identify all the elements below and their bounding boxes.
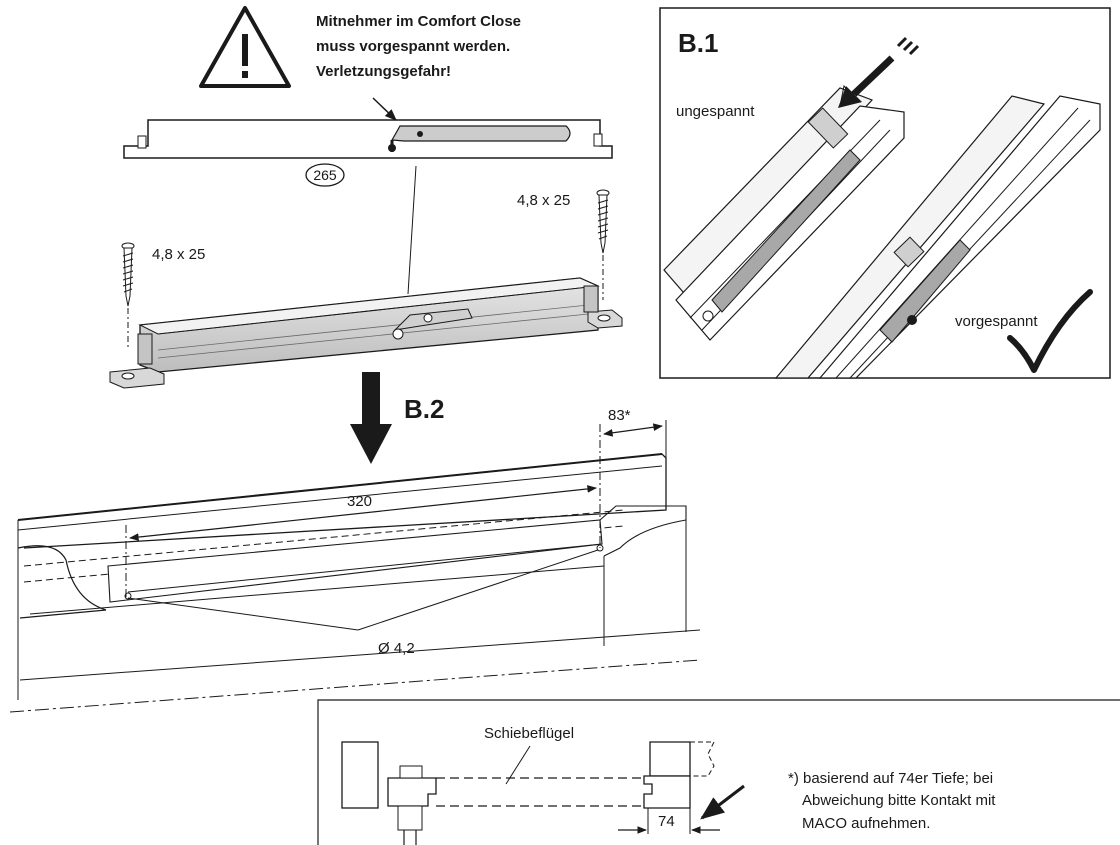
detail-b2-title: B.2	[404, 394, 444, 424]
depth-value: 74	[658, 813, 675, 830]
screw-icon-left	[121, 242, 135, 350]
sash-section-drawing	[341, 741, 715, 845]
warning-pointer-arrow	[372, 97, 397, 121]
drill-hole-callout: Ø 4,2	[127, 549, 599, 657]
detail-b1-title: B.1	[678, 28, 718, 58]
dimension-length: 320	[125, 424, 601, 598]
warning-text-line1: Mitnehmer im Comfort Close	[316, 13, 521, 30]
comfort-close-rail	[109, 277, 623, 389]
length-value: 320	[347, 493, 372, 510]
sash-label: Schiebeflügel	[484, 725, 574, 742]
down-arrow-icon	[350, 372, 392, 464]
warning-text-line2: muss vorgespannt werden.	[316, 38, 510, 55]
warning-triangle-icon	[199, 6, 291, 88]
footnote-line1: *) basierend auf 74er Tiefe; bei	[788, 770, 993, 787]
comfort-close-top-plate	[123, 119, 613, 159]
part-number-badge: 265	[305, 163, 345, 187]
label-preloaded: vorgespannt	[955, 313, 1038, 330]
screw-icon-right	[596, 189, 610, 300]
screw-size-left: 4,8 x 25	[152, 246, 205, 263]
drill-diameter: Ø 4,2	[378, 640, 415, 657]
svg-text:265: 265	[313, 167, 337, 183]
leader-line	[407, 165, 417, 295]
footnote-line2: Abweichung bitte Kontakt mit	[802, 792, 996, 809]
rail-unloaded-illustration	[663, 87, 905, 341]
offset-value: 83*	[608, 407, 631, 424]
rail-preloaded-illustration	[774, 95, 1101, 379]
sash-leader-line	[505, 745, 531, 785]
warning-text-line3: Verletzungsgefahr!	[316, 63, 451, 80]
screw-size-right: 4,8 x 25	[517, 192, 570, 209]
checkmark-icon	[1007, 289, 1093, 373]
push-arrow-icon	[838, 36, 920, 108]
depth-pointer-arrow	[700, 784, 745, 820]
dimension-offset: 83*	[603, 407, 667, 460]
label-unloaded: ungespannt	[676, 103, 755, 120]
footnote-line3: MACO aufnehmen.	[802, 815, 930, 832]
dimension-depth: 74	[618, 813, 720, 834]
section-panel	[317, 699, 1120, 845]
